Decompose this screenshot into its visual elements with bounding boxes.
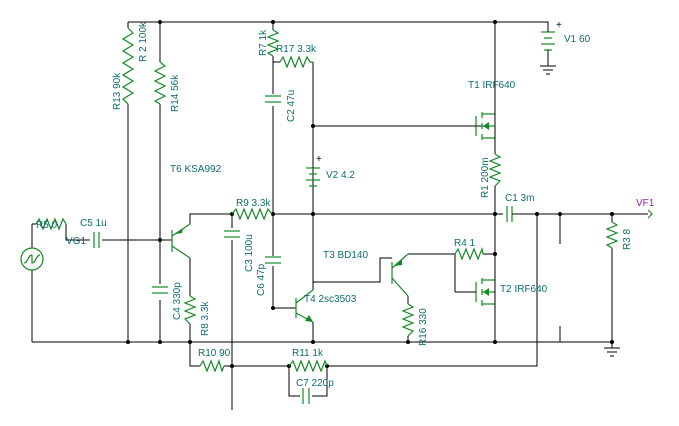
junctions (126, 20, 614, 368)
label-c3: C3 100u (244, 234, 255, 272)
transistor-t3[interactable] (391, 253, 409, 297)
resistor-r10[interactable] (199, 359, 225, 373)
resistor-r14[interactable] (153, 61, 167, 105)
resistor-r16[interactable] (401, 303, 415, 337)
dc-source-v2[interactable] (306, 162, 320, 187)
ground-icon-v1 (540, 65, 556, 75)
label-c7: C7 220p (296, 378, 334, 389)
label-r17: R17 3.3k (276, 44, 317, 55)
transistor-t4[interactable] (295, 289, 314, 323)
label-c6: C6 47p (256, 263, 267, 296)
resistor-r17[interactable] (279, 55, 313, 69)
capacitor-c1[interactable] (506, 206, 526, 222)
ac-source-vg1[interactable] (20, 247, 44, 271)
resistor-r4[interactable] (454, 246, 484, 261)
capacitor-c4[interactable] (152, 286, 168, 294)
label-t1: T1 IRF640 (468, 80, 516, 91)
label-vg1: VG1 (66, 236, 86, 247)
capacitor-c5[interactable] (93, 232, 100, 248)
label-r7: R7 1k (258, 29, 269, 56)
resistor-r9[interactable] (231, 207, 273, 221)
capacitor-c2[interactable] (265, 95, 281, 103)
label-r13: R13 90k (112, 72, 123, 110)
label-c5: C5 1u (80, 218, 107, 229)
transistor-t6[interactable] (171, 223, 191, 259)
label-r8: R8 3.3k (200, 301, 211, 336)
label-r9: R9 3.3k (236, 198, 271, 209)
output-probe-vf1[interactable] (612, 209, 653, 219)
label-v1-plus: + (556, 20, 562, 31)
mosfet-t2[interactable] (454, 254, 496, 306)
resistor-r7[interactable] (266, 29, 280, 57)
label-r11: R11 1k (292, 348, 324, 359)
label-v1: V1 60 (564, 34, 591, 45)
label-v2: V2 4.2 (326, 170, 355, 181)
capacitor-c6[interactable] (265, 256, 281, 264)
label-c1: C1 3m (505, 193, 534, 204)
label-r5: R5 0 (36, 220, 58, 231)
label-r4: R4 1 (454, 238, 476, 249)
label-t4: T4 2sc3503 (304, 294, 357, 305)
resistor-r3[interactable] (605, 221, 619, 249)
label-r16: R16 330 (418, 308, 429, 346)
resistor-r1[interactable] (488, 153, 502, 187)
label-r1: R1 200m (480, 157, 491, 198)
ground-icon-output (604, 347, 620, 357)
dc-source-v1[interactable] (541, 28, 555, 56)
resistor-r13[interactable] (121, 27, 135, 105)
label-v2-plus: + (316, 154, 322, 165)
mosfet-t1[interactable] (470, 112, 496, 140)
capacitor-c7[interactable] (302, 388, 310, 404)
resistor-r5[interactable] (35, 217, 67, 231)
label-c4: C4 330p (172, 282, 183, 320)
resistor-r8[interactable] (183, 295, 197, 325)
label-r10: R10 90 (198, 348, 231, 359)
label-t3: T3 BD140 (323, 250, 368, 261)
label-t2: T2 IRF640 (500, 284, 548, 295)
capacitor-c3[interactable] (224, 230, 240, 238)
label-t6: T6 KSA992 (170, 164, 222, 175)
component-labels: R13 90k R 2 100k R14 56k R7 1k R17 3.3k … (36, 20, 655, 389)
label-r3: R3 8 (622, 228, 633, 250)
wires (31, 21, 613, 410)
label-r2: R 2 100k (138, 21, 149, 62)
label-vf1: VF1 (636, 198, 655, 209)
resistor-r11[interactable] (288, 359, 328, 373)
label-c2: C2 47u (286, 90, 297, 122)
label-r14: R14 56k (170, 74, 181, 112)
